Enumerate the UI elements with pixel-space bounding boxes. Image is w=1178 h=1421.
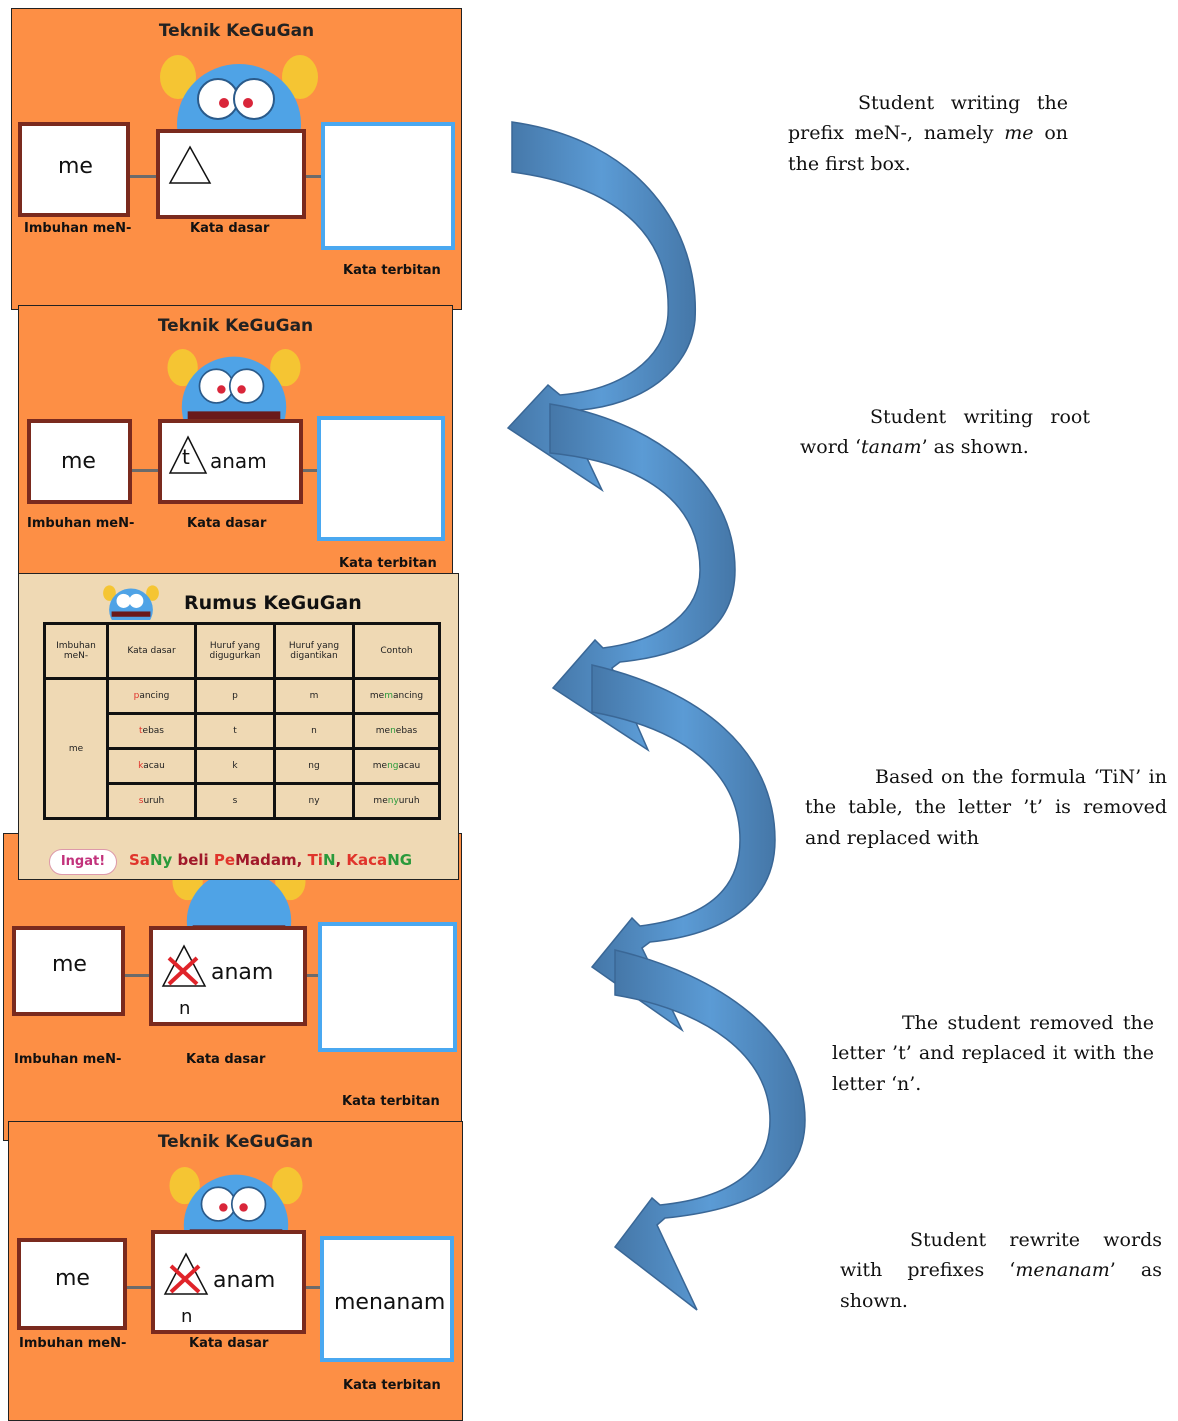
connector-line bbox=[127, 1286, 153, 1289]
example-cell: menyuruh bbox=[352, 782, 441, 820]
replacement-letter: n bbox=[179, 998, 191, 1019]
replacement-letter: n bbox=[181, 1306, 193, 1327]
root-cell: kacau bbox=[106, 747, 197, 785]
prefix-box: me bbox=[18, 122, 130, 217]
slide-step-2: Teknik KeGuGan me t anam Imbuhan meN- Ka… bbox=[18, 305, 453, 575]
mnemonic-text: SaNy beli PeMadam, TiN, KacaNG bbox=[129, 851, 413, 869]
root-rest-text: anam bbox=[213, 1268, 276, 1293]
slide-title: Teknik KeGuGan bbox=[157, 316, 314, 336]
header-root: Kata dasar bbox=[106, 622, 197, 680]
derived-caption: Kata terbitan bbox=[343, 263, 441, 278]
root-word-box: anam n bbox=[151, 1230, 306, 1334]
prefix-box: me bbox=[12, 926, 125, 1016]
root-caption: Kata dasar bbox=[187, 516, 267, 531]
derived-word-box bbox=[321, 122, 455, 250]
description-5: Student rewrite words with prefixes ‘men… bbox=[840, 1229, 1162, 1312]
connector-line bbox=[306, 1286, 322, 1289]
header-example: Contoh bbox=[352, 622, 441, 680]
triangle-icon bbox=[168, 435, 208, 474]
root-word-box bbox=[156, 129, 306, 219]
root-cell: tebas bbox=[106, 712, 197, 750]
dropped-cell: t bbox=[194, 712, 276, 750]
crossed-triangle-icon bbox=[163, 1252, 209, 1295]
crossed-triangle-icon bbox=[161, 944, 207, 987]
dropped-cell: s bbox=[194, 782, 276, 820]
root-caption: Kata dasar bbox=[186, 1052, 266, 1067]
table-header-row: Imbuhan meN- Kata dasar Huruf yang digug… bbox=[43, 622, 441, 680]
header-prefix: Imbuhan meN- bbox=[43, 622, 109, 680]
curved-arrow-3 bbox=[590, 664, 776, 1033]
root-caption: Kata dasar bbox=[190, 221, 270, 236]
derived-word-box: menanam bbox=[320, 1236, 454, 1362]
formula-table: Imbuhan meN- Kata dasar Huruf yang digug… bbox=[43, 622, 441, 820]
example-cell: mengacau bbox=[352, 747, 441, 785]
derived-caption: Kata terbitan bbox=[343, 1378, 441, 1393]
derived-text: menanam bbox=[334, 1290, 446, 1315]
table-row: me pancing p m memancing bbox=[43, 677, 441, 820]
example-cell: memancing bbox=[352, 677, 441, 715]
ingat-cloud: Ingat! bbox=[49, 849, 117, 875]
derived-caption: Kata terbitan bbox=[342, 1094, 440, 1109]
prefix-text: me bbox=[52, 952, 87, 977]
connector-line bbox=[303, 469, 319, 472]
slide-step-1: Teknik KeGuGan me Imbuhan meN- Kata dasa… bbox=[11, 8, 462, 310]
formula-slide: Rumus KeGuGan Imbuhan meN- Kata dasar Hu… bbox=[18, 573, 459, 880]
replaced-cell: n bbox=[273, 712, 355, 750]
prefix-cell: me bbox=[43, 677, 109, 820]
slide-step-4: Teknik KeGuGan me anam n menanam Imbuhan… bbox=[8, 1121, 463, 1421]
slide-title: Teknik KeGuGan bbox=[157, 1132, 314, 1152]
prefix-caption: Imbuhan meN- bbox=[19, 1336, 127, 1351]
derived-caption: Kata terbitan bbox=[339, 556, 437, 571]
connector-line bbox=[307, 974, 321, 977]
replaced-cell: m bbox=[273, 677, 355, 715]
connector-line bbox=[132, 469, 158, 472]
curved-arrow-4 bbox=[613, 949, 806, 1311]
description-1: Student writing the prefix meN-, namely … bbox=[788, 92, 1069, 175]
prefix-caption: Imbuhan meN- bbox=[14, 1052, 122, 1067]
description-3: Based on the formula ‘TiN’ in the table,… bbox=[805, 766, 1167, 849]
replaced-cell: ng bbox=[273, 747, 355, 785]
description-4: The student removed the letter ’t’ and r… bbox=[832, 1012, 1154, 1095]
root-caption: Kata dasar bbox=[189, 1336, 269, 1351]
header-replaced: Huruf yang digantikan bbox=[273, 622, 355, 680]
triangle-icon bbox=[168, 145, 212, 184]
monster-mascot bbox=[167, 349, 301, 424]
prefix-text: me bbox=[58, 154, 93, 179]
table-row: kacau k ng mengacau bbox=[45, 747, 441, 785]
prefix-text: me bbox=[55, 1266, 90, 1291]
monster-mascot bbox=[169, 1167, 303, 1242]
dropped-cell: k bbox=[194, 747, 276, 785]
connector-line bbox=[306, 175, 322, 178]
prefix-box: me bbox=[17, 1238, 127, 1330]
replaced-cell: ny bbox=[273, 782, 355, 820]
root-cell: pancing bbox=[106, 677, 197, 715]
description-2: Student writing root word ‘tanam’ as sho… bbox=[800, 406, 1090, 459]
prefix-text: me bbox=[61, 449, 96, 474]
root-cell: suruh bbox=[106, 782, 197, 820]
prefix-box: me bbox=[27, 419, 132, 504]
prefix-caption: Imbuhan meN- bbox=[27, 516, 135, 531]
root-first-letter: t bbox=[182, 445, 190, 469]
derived-word-box bbox=[317, 416, 445, 541]
monster-mascot bbox=[103, 585, 159, 620]
root-word-box: anam n bbox=[149, 926, 307, 1026]
root-rest-text: anam bbox=[211, 960, 274, 985]
formula-title: Rumus KeGuGan bbox=[184, 592, 362, 614]
example-cell: menebas bbox=[352, 712, 441, 750]
connector-line bbox=[125, 974, 151, 977]
root-rest-text: anam bbox=[210, 449, 267, 473]
dropped-cell: p bbox=[194, 677, 276, 715]
slide-title: Teknik KeGuGan bbox=[158, 21, 315, 41]
derived-word-box bbox=[318, 922, 457, 1052]
prefix-caption: Imbuhan meN- bbox=[24, 221, 132, 236]
header-dropped: Huruf yang digugurkan bbox=[194, 622, 276, 680]
root-word-box: t anam bbox=[158, 419, 303, 504]
connector-line bbox=[130, 175, 156, 178]
table-row: suruh s ny menyuruh bbox=[45, 782, 441, 820]
table-row: tebas t n menebas bbox=[45, 712, 441, 750]
